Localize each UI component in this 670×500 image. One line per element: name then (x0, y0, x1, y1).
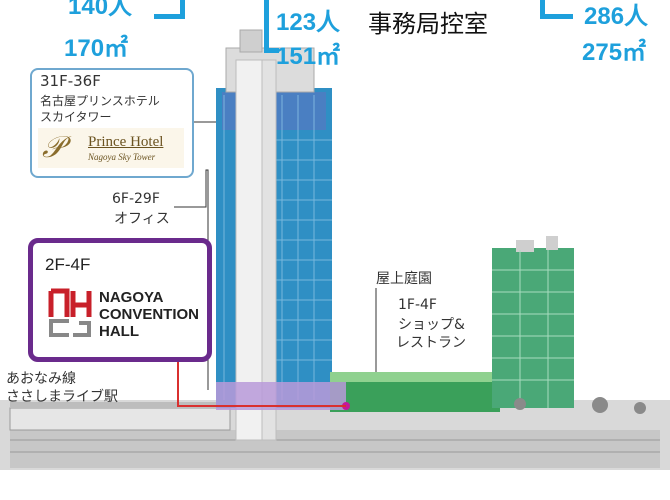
rooftop-garden-label: 屋上庭園 (376, 271, 432, 287)
ncg-logo-icon (48, 288, 92, 337)
shops-floors: 1F-4F (398, 297, 437, 313)
podium (330, 380, 500, 412)
top-center-people: 123人 (276, 9, 341, 36)
top-left-bracket (154, 0, 185, 19)
hotel-info-box: 31F-36F 名古屋プリンスホテル スカイタワー 𝒫 Prince Hotel… (30, 68, 194, 178)
top-left-people: 140人 (68, 0, 133, 20)
prince-logo-mark-icon: 𝒫 (42, 130, 64, 165)
hotel-name-line2: スカイタワー (40, 110, 112, 124)
station-line2: ささしまライブ駅 (6, 389, 118, 405)
top-center-area: 151㎡ (276, 43, 341, 70)
office-label: オフィス (114, 211, 170, 227)
ncg-logo-line2: CONVENTION (99, 306, 200, 323)
prince-logo-text: Prince Hotel (88, 134, 164, 150)
hotel-name-line1: 名古屋プリンスホテル (40, 94, 160, 108)
shops-label-line1: ショップ& (398, 317, 465, 333)
ncg-logo-line3: HALL (99, 323, 139, 340)
hotel-floors: 31F-36F (40, 72, 101, 90)
convention-floors: 2F-4F (45, 255, 91, 274)
prince-hotel-logo: 𝒫 Prince Hotel Nagoya Sky Tower (38, 128, 184, 168)
top-left-area: 170㎡ (64, 35, 129, 62)
top-right-area: 275㎡ (582, 39, 647, 66)
convention-connector (177, 356, 346, 407)
tower-core (235, 59, 263, 441)
prince-logo-subtext: Nagoya Sky Tower (88, 152, 156, 162)
top-right-people: 286人 (584, 3, 649, 30)
ncg-logo-line1: NAGOYA (99, 289, 164, 306)
shops-label-line2: レストラン (396, 335, 466, 351)
basement (10, 430, 660, 468)
convention-hall-box: 2F-4F NAGOYA CONVENTION HALL (28, 238, 212, 362)
top-center-bracket (264, 0, 279, 53)
top-right-bracket (540, 0, 573, 19)
station-line1: あおなみ線 (6, 371, 76, 387)
station-platform (9, 407, 231, 431)
secretariat-room-label: 事務局控室 (368, 10, 488, 38)
office-floors: 6F-29F (112, 191, 160, 207)
right-tower (492, 248, 574, 408)
